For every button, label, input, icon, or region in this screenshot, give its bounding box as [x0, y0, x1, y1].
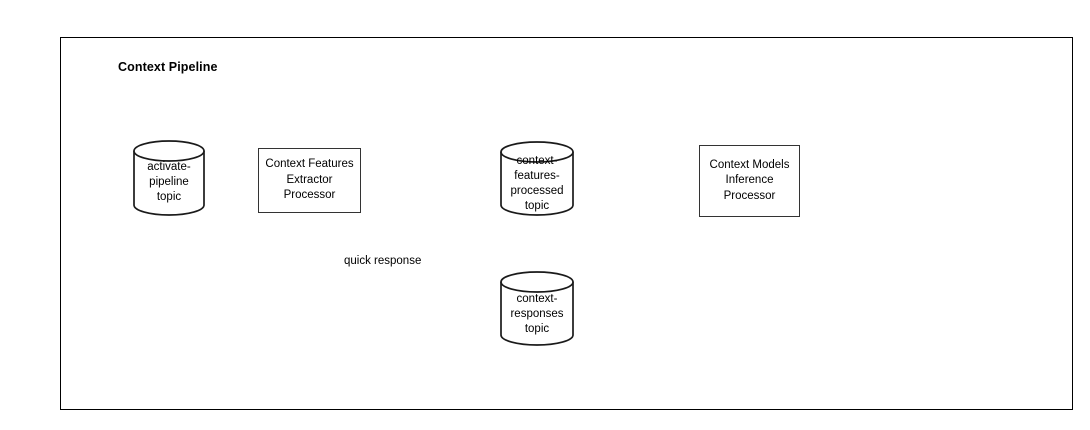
cylinder-shape-icon: [500, 271, 574, 346]
node-label-line-2: Extractor: [286, 173, 333, 186]
edge-label-quick-response: quick response: [341, 255, 425, 268]
node-label-line-3: processed: [510, 185, 564, 197]
node-label-line-3: Processor: [283, 189, 336, 202]
context-pipeline-group-frame: [60, 37, 1073, 410]
node-label-line-2: Inference: [725, 174, 774, 187]
node-label-line-3: topic: [156, 191, 182, 203]
cylinder-shape-icon: [500, 141, 574, 216]
node-label-line-1: context-: [516, 293, 558, 305]
node-context-features-extractor-processor[interactable]: Context Features Extractor Processor: [258, 148, 361, 213]
cylinder-shape-icon: [133, 140, 205, 216]
node-label-line-3: Processor: [723, 189, 776, 202]
node-label-line-2: responses: [510, 308, 564, 320]
node-label-line-1: Context Models: [709, 158, 790, 171]
node-label-line-1: context-: [516, 155, 558, 167]
node-label-line-2: pipeline: [149, 176, 189, 188]
node-activate-pipeline-topic[interactable]: activate- pipeline topic: [133, 140, 205, 216]
node-label-line-1: activate-: [147, 161, 191, 173]
node-context-features-processed-topic[interactable]: context- features- processed topic: [500, 141, 574, 216]
node-label-line-1: Context Features: [265, 158, 354, 171]
node-label-line-3: topic: [524, 323, 550, 335]
node-label-line-4: topic: [524, 200, 550, 212]
node-label-line-2: features-: [514, 170, 560, 182]
page-title: Context Pipeline: [118, 60, 218, 74]
node-context-models-inference-processor[interactable]: Context Models Inference Processor: [699, 145, 800, 217]
node-context-responses-topic[interactable]: context- responses topic: [500, 271, 574, 346]
